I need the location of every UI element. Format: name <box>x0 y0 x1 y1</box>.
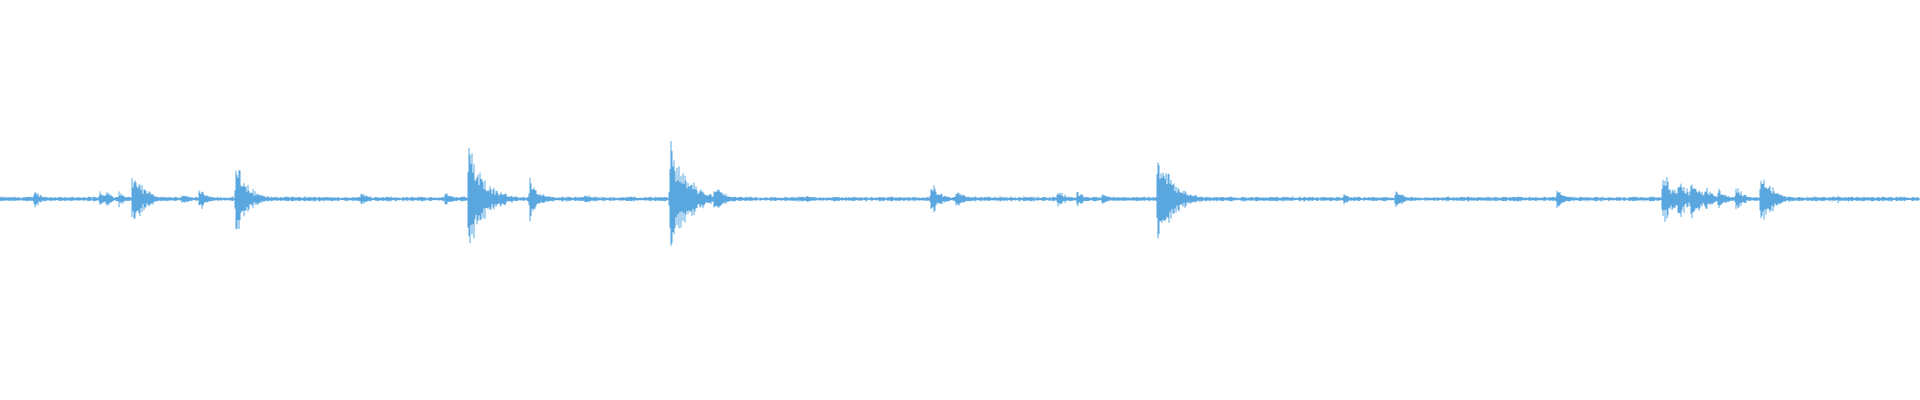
waveform-path <box>0 141 1920 246</box>
